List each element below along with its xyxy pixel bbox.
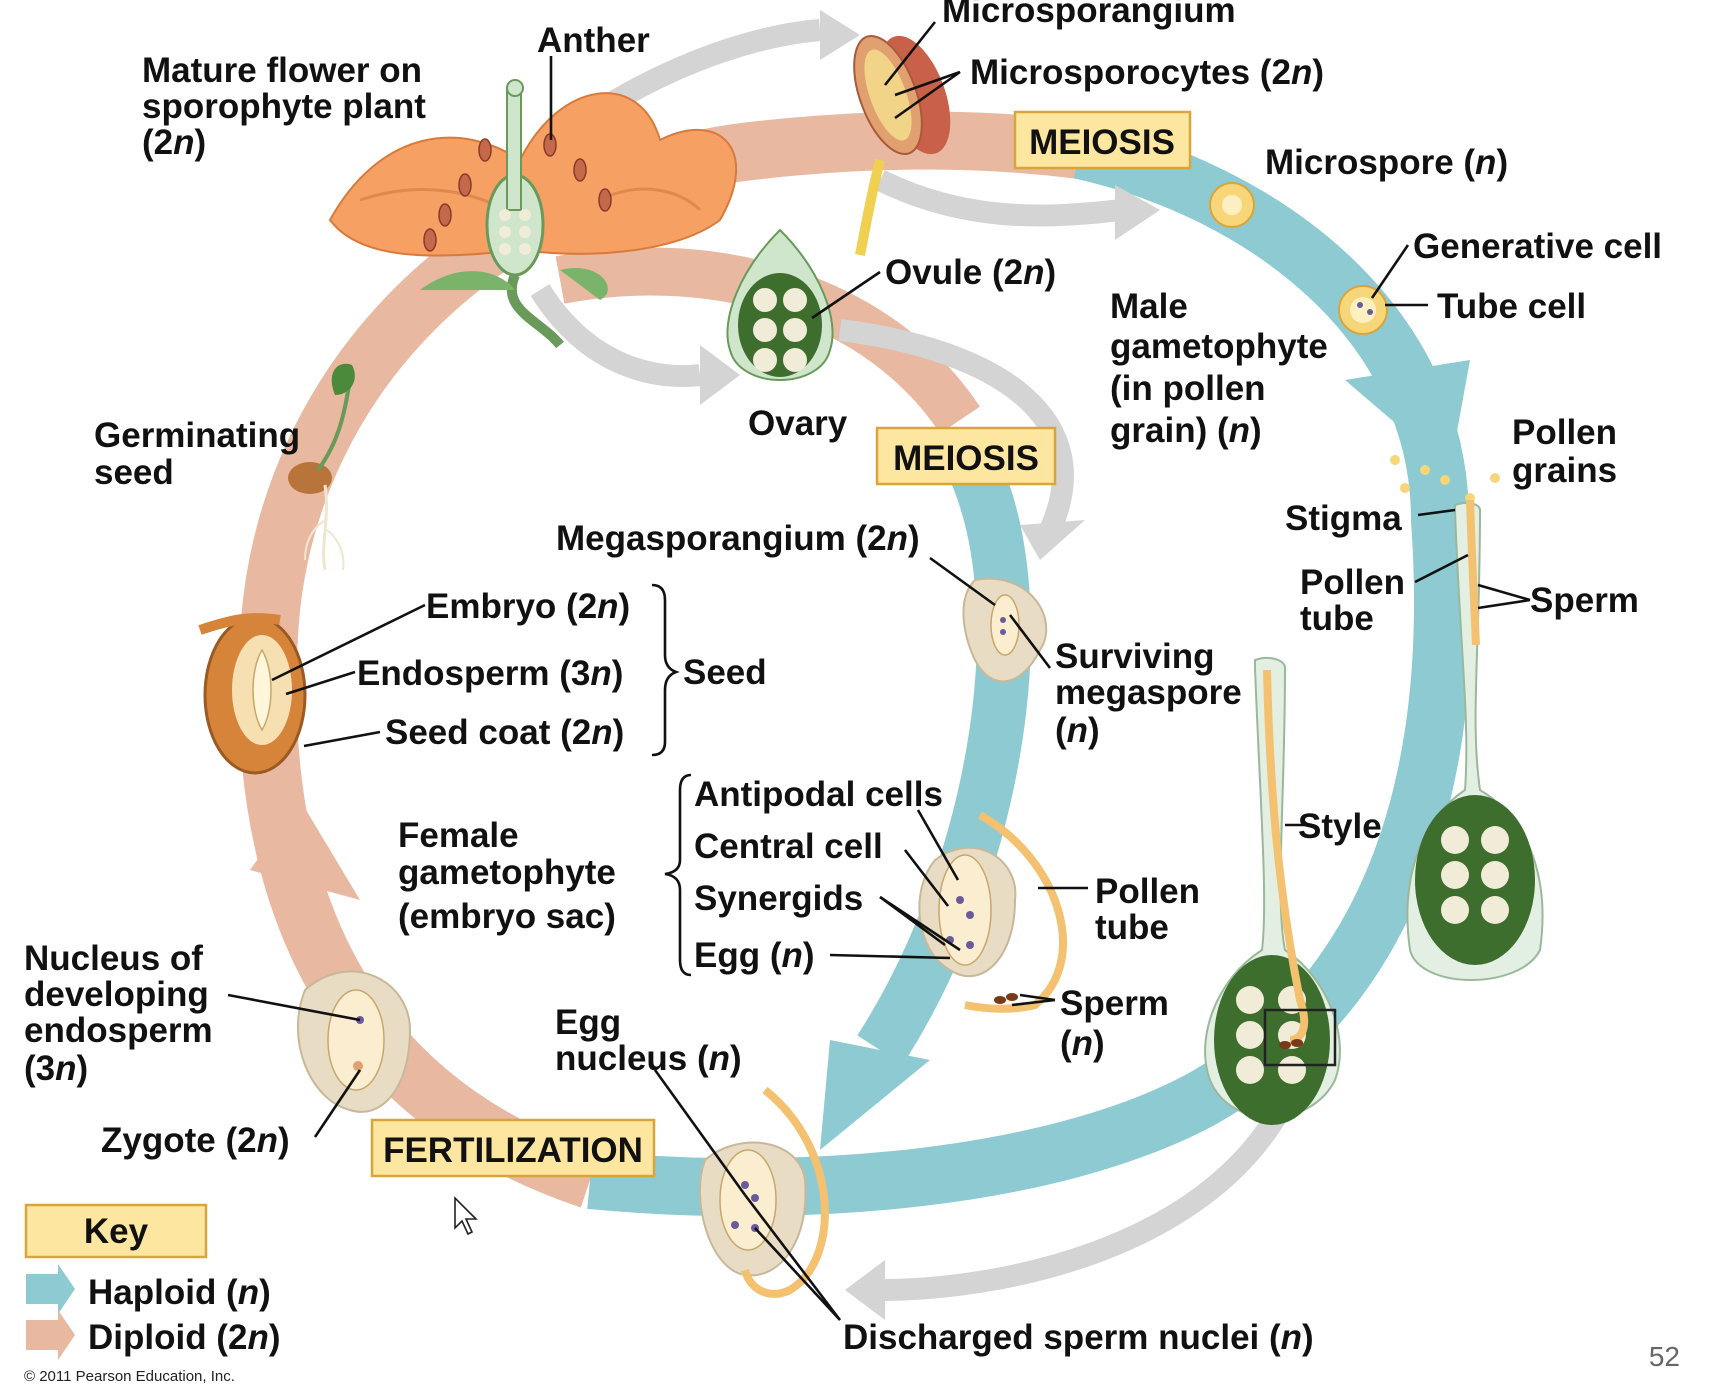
label-mature-flower-line1: Mature flower on	[142, 51, 422, 90]
center-pistil-illustration	[1204, 657, 1341, 1125]
microsporangium-illustration	[853, 34, 951, 256]
label-female-gametophyte-line2: gametophyte	[398, 853, 616, 892]
legend-diploid-label: Diploid (2n)	[88, 1318, 280, 1357]
meiosis-stage-top: MEIOSIS	[1013, 110, 1192, 170]
label-pollen-grains-line2: grains	[1512, 451, 1617, 490]
label-central-cell: Central cell	[694, 827, 883, 866]
developing-endosperm-illustration	[296, 970, 412, 1113]
seed-illustration	[198, 613, 307, 775]
legend-haploid-label: Haploid (n)	[88, 1273, 271, 1312]
label-seed: Seed	[683, 653, 767, 692]
label-egg-nucleus-line2: nucleus (n)	[555, 1039, 742, 1078]
copyright-text: © 2011 Pearson Education, Inc.	[24, 1368, 235, 1385]
label-male-gametophyte-line1: Male	[1110, 287, 1188, 326]
gray-arrows	[530, 19, 1290, 1301]
label-pollen-tube-mid-line1: Pollen	[1095, 872, 1200, 911]
fertilization-stage: FERTILIZATION	[370, 1118, 656, 1178]
label-germinating-seed-line2: seed	[94, 453, 174, 492]
gray-arrowheads	[700, 10, 1160, 1320]
label-egg-nucleus-line1: Egg	[555, 1003, 621, 1042]
label-anther: Anther	[537, 21, 650, 60]
label-tube-cell: Tube cell	[1437, 287, 1586, 326]
label-male-gametophyte-line2: gametophyte	[1110, 327, 1328, 366]
label-nucleus-line3: endosperm	[24, 1011, 213, 1050]
legend-diploid-swatch	[26, 1310, 75, 1360]
right-pistil-illustration	[1406, 499, 1544, 981]
haploid-arrowhead-mid	[820, 1040, 930, 1150]
label-male-gametophyte-line3: (in pollen	[1110, 369, 1266, 408]
label-megasporangium: Megasporangium (2n)	[556, 519, 920, 558]
mouse-cursor-icon	[454, 1196, 478, 1236]
label-stigma: Stigma	[1285, 499, 1402, 538]
fertilization-label: FERTILIZATION	[383, 1131, 643, 1170]
germinating-seed-illustration	[288, 363, 355, 571]
label-nucleus-line2: developing	[24, 975, 209, 1014]
label-sperm-right: Sperm	[1530, 581, 1639, 620]
megasporangium-illustration	[962, 577, 1048, 683]
label-nucleus-line4: (3n)	[24, 1049, 88, 1088]
haploid-arrowhead-right	[1345, 360, 1470, 470]
diploid-arrowhead	[250, 800, 360, 900]
label-pollen-tube-right-line2: tube	[1300, 599, 1374, 638]
label-surviving-megaspore-line2: megaspore	[1055, 673, 1242, 712]
legend-haploid-swatch	[26, 1264, 75, 1314]
label-surviving-megaspore-line1: Surviving	[1055, 637, 1214, 676]
fertilization-ovule-illustration	[698, 1086, 829, 1298]
label-germinating-seed-line1: Germinating	[94, 416, 300, 455]
label-microsporangium: Microsporangium	[942, 0, 1236, 30]
ovary-illustration	[726, 228, 834, 381]
label-female-gametophyte-line1: Female	[398, 816, 519, 855]
page-number: 52	[1649, 1341, 1680, 1372]
labels: Mature flower on sporophyte plant (2n) A…	[24, 0, 1662, 1357]
label-microspore: Microspore (n)	[1265, 143, 1508, 182]
label-egg: Egg (n)	[694, 936, 815, 975]
legend-title: Key	[84, 1212, 149, 1251]
meiosis-top-label: MEIOSIS	[1029, 123, 1175, 162]
label-microsporocytes: Microsporocytes (2n)	[970, 53, 1324, 92]
label-female-gametophyte-line3: (embryo sac)	[398, 897, 616, 936]
label-antipodal-cells: Antipodal cells	[694, 775, 943, 814]
label-mature-flower-line2: sporophyte plant	[142, 87, 426, 126]
label-nucleus-line1: Nucleus of	[24, 939, 203, 978]
label-ovule: Ovule (2n)	[885, 253, 1056, 292]
legend-title-box	[24, 1203, 208, 1259]
leader-lines	[227, 21, 1531, 1321]
label-endosperm: Endosperm (3n)	[357, 654, 623, 693]
label-pollen-tube-right-line1: Pollen	[1300, 563, 1405, 602]
label-style: Style	[1298, 807, 1382, 846]
label-discharged-sperm: Discharged sperm nuclei (n)	[843, 1318, 1314, 1357]
label-sperm-mid-line1: Sperm	[1060, 984, 1169, 1023]
label-surviving-megaspore-line3: (n)	[1055, 711, 1100, 750]
legend-key: Key Haploid (n) Diploid (2n)	[24, 1203, 280, 1360]
label-zygote: Zygote (2n)	[101, 1121, 290, 1160]
haploid-cycle-arrow	[587, 121, 1472, 1217]
label-mature-flower-line3: (2n)	[142, 123, 206, 162]
meiosis-stage-mid: MEIOSIS	[875, 426, 1057, 486]
label-pollen-tube-mid-line2: tube	[1095, 908, 1169, 947]
label-seed-coat: Seed coat (2n)	[385, 713, 624, 752]
label-synergids: Synergids	[694, 879, 863, 918]
label-pollen-grains-line1: Pollen	[1512, 413, 1617, 452]
label-generative-cell: Generative cell	[1413, 227, 1662, 266]
label-male-gametophyte-line4: grain) (n)	[1110, 411, 1262, 450]
label-embryo: Embryo (2n)	[426, 587, 630, 626]
label-ovary: Ovary	[748, 404, 848, 443]
meiosis-mid-label: MEIOSIS	[893, 439, 1039, 478]
mature-flower-illustration	[328, 79, 738, 349]
label-sperm-mid-line2: (n)	[1060, 1024, 1105, 1063]
